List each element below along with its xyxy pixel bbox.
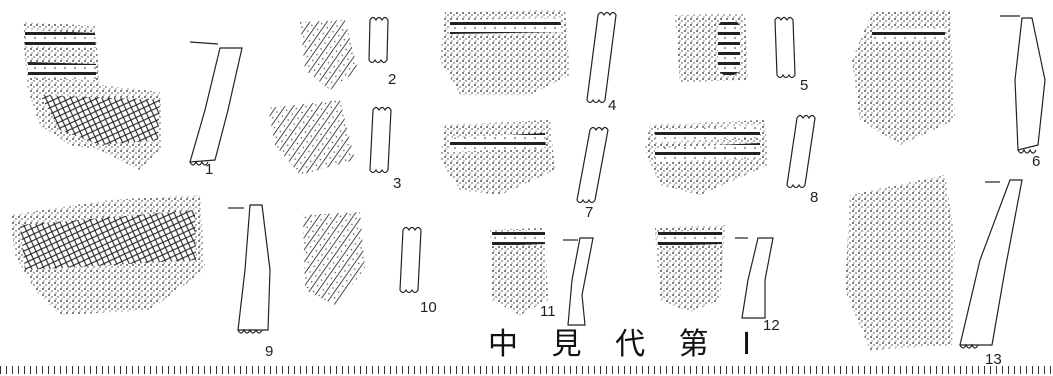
specimen-number-6: 6	[1032, 153, 1041, 170]
sherd-rubbing-5	[675, 14, 748, 82]
specimen-number-1: 1	[205, 161, 214, 178]
specimen-number-4: 4	[608, 97, 617, 114]
specimen-number-3: 3	[393, 175, 402, 192]
vessel-profile-4	[586, 11, 617, 104]
vessel-profile-7	[576, 126, 609, 204]
specimen-number-13: 13	[985, 351, 1002, 368]
vessel-profile-8	[786, 114, 816, 189]
sherd-rubbing-2	[300, 20, 358, 90]
vessel-profile-10	[399, 226, 422, 294]
vessel-profile-1	[189, 41, 243, 166]
specimen-number-11: 11	[540, 303, 556, 320]
vessel-profile-2	[368, 16, 389, 64]
sherd-rubbing-3	[268, 100, 355, 175]
vessel-profile-13	[959, 179, 1023, 349]
vessel-profile-3	[369, 106, 392, 174]
vessel-profile-11	[563, 237, 594, 326]
specimen-number-12: 12	[763, 317, 780, 334]
specimen-number-7: 7	[585, 204, 594, 221]
sherd-rubbing-9	[10, 195, 205, 315]
site-title: 中 見 代 第 I	[488, 327, 763, 362]
sherd-rubbing-11	[490, 228, 548, 315]
scale-bar	[0, 366, 1053, 376]
specimen-number-10: 10	[420, 299, 437, 316]
sherd-rubbing-1	[22, 22, 162, 170]
specimen-number-9: 9	[265, 343, 274, 360]
sherd-rubbing-8	[645, 120, 768, 195]
vessel-profile-9	[228, 204, 271, 334]
sherd-rubbing-10	[303, 212, 365, 305]
sherd-rubbing-12	[655, 225, 725, 312]
sherd-rubbing-13	[845, 175, 955, 350]
vessel-profile-5	[774, 16, 796, 79]
sherd-rubbing-7	[440, 120, 555, 195]
sherd-rubbing-6	[852, 10, 955, 145]
sherd-rubbing-4	[440, 10, 570, 95]
specimen-number-2: 2	[388, 71, 397, 88]
vessel-profile-12	[735, 237, 774, 319]
specimen-number-8: 8	[810, 189, 819, 206]
specimen-number-5: 5	[800, 77, 809, 94]
vessel-profile-6	[1000, 15, 1046, 154]
